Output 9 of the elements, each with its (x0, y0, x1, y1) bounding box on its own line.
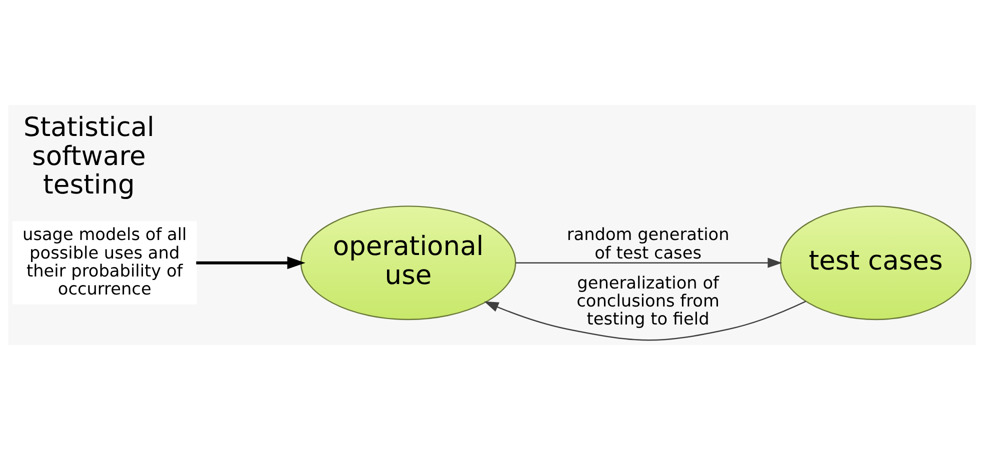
edge-label: generalization of conclusions from testing to field (576, 272, 720, 329)
arrow (484, 300, 806, 341)
arrow (516, 258, 782, 268)
node-ellipse: test cases (780, 206, 972, 320)
node-ellipse: operational use (300, 206, 516, 320)
node-box: usage models of all possible uses and their probability of occurrence (12, 221, 197, 304)
edge-label: random generation of test cases (566, 224, 730, 262)
arrow (196, 256, 306, 270)
diagram-title: Statistical software testing (23, 112, 154, 201)
